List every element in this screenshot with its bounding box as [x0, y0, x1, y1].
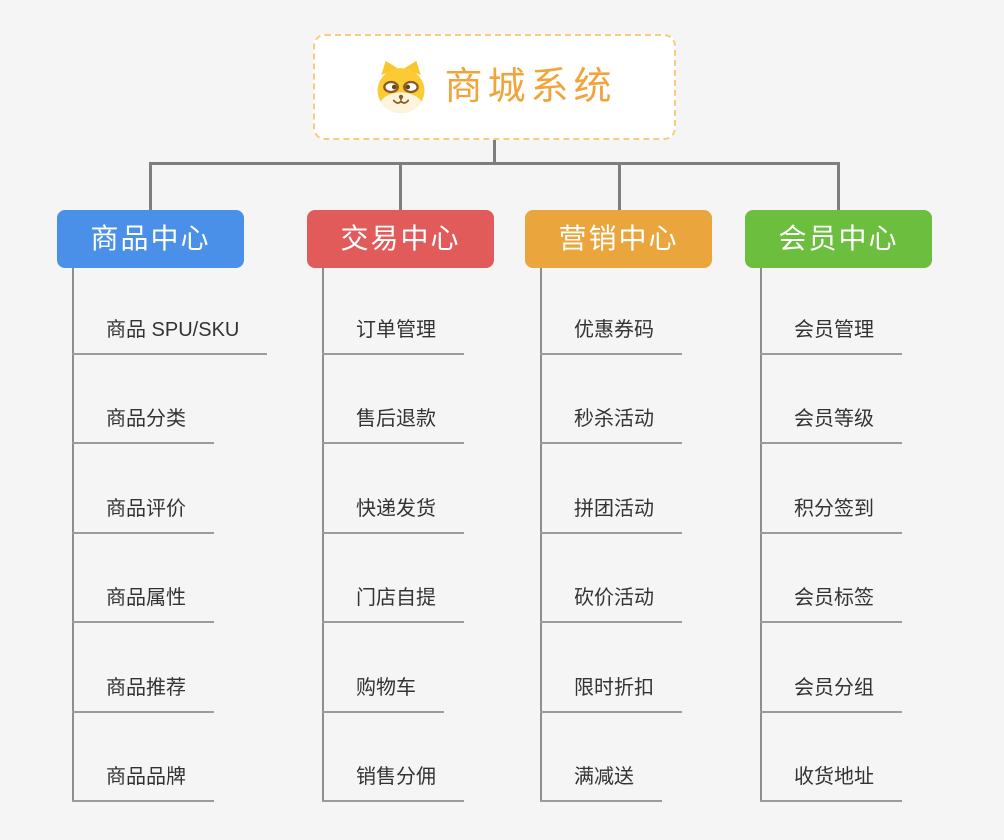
- leaf-node[interactable]: 购物车: [322, 675, 444, 713]
- branch-product-center: 商品中心 商品 SPU/SKU 商品分类 商品评价 商品属性 商品推荐 商品品牌: [57, 210, 317, 820]
- leaf-node[interactable]: 商品评价: [72, 496, 214, 534]
- connector-drop-line: [618, 164, 621, 210]
- leaf-node[interactable]: 商品分类: [72, 406, 214, 444]
- leaf-node[interactable]: 拼团活动: [540, 496, 682, 534]
- connector-root-stub: [493, 140, 496, 164]
- leaf-node[interactable]: 秒杀活动: [540, 406, 682, 444]
- leaf-node[interactable]: 商品 SPU/SKU: [72, 317, 268, 355]
- leaf-node[interactable]: 售后退款: [322, 406, 464, 444]
- leaf-node[interactable]: 积分签到: [760, 496, 902, 534]
- connector-drop-line: [837, 164, 840, 210]
- leaf-node[interactable]: 商品推荐: [72, 675, 214, 713]
- leaf-node[interactable]: 砍价活动: [540, 585, 682, 623]
- branch-trunk-line: [540, 268, 542, 802]
- branch-trade-center: 交易中心 订单管理 售后退款 快递发货 门店自提 购物车 销售分佣: [307, 210, 567, 820]
- leaf-node[interactable]: 会员分组: [760, 675, 902, 713]
- leaf-node[interactable]: 会员管理: [760, 317, 902, 355]
- branch-node-member-center[interactable]: 会员中心: [745, 210, 932, 268]
- leaf-node[interactable]: 商品品牌: [72, 764, 214, 802]
- branch-trunk-line: [760, 268, 762, 802]
- root-title: 商城系统: [444, 66, 617, 108]
- leaf-node[interactable]: 满减送: [540, 764, 662, 802]
- leaf-node[interactable]: 收货地址: [760, 764, 902, 802]
- leaf-node[interactable]: 限时折扣: [540, 675, 682, 713]
- leaf-node[interactable]: 会员等级: [760, 406, 902, 444]
- connector-drop-line: [399, 164, 402, 210]
- branch-marketing-center: 营销中心 优惠券码 秒杀活动 拼团活动 砍价活动 限时折扣 满减送: [525, 210, 785, 820]
- leaf-node[interactable]: 订单管理: [322, 317, 464, 355]
- leaf-node[interactable]: 优惠券码: [540, 317, 682, 355]
- branch-node-marketing-center[interactable]: 营销中心: [525, 210, 712, 268]
- branch-trunk-line: [72, 268, 74, 802]
- root-node[interactable]: 商城系统: [313, 34, 676, 140]
- branch-node-product-center[interactable]: 商品中心: [57, 210, 244, 268]
- branch-member-center: 会员中心 会员管理 会员等级 积分签到 会员标签 会员分组 收货地址: [745, 210, 1004, 820]
- shiba-dog-icon: [378, 60, 425, 114]
- leaf-node[interactable]: 会员标签: [760, 585, 902, 623]
- leaf-node[interactable]: 快递发货: [322, 496, 464, 534]
- branch-node-trade-center[interactable]: 交易中心: [307, 210, 494, 268]
- leaf-node[interactable]: 商品属性: [72, 585, 214, 623]
- connector-drop-line: [149, 164, 152, 210]
- connector-spine: [149, 162, 840, 165]
- branch-trunk-line: [322, 268, 324, 802]
- leaf-node[interactable]: 销售分佣: [322, 764, 464, 802]
- leaf-node[interactable]: 门店自提: [322, 585, 464, 623]
